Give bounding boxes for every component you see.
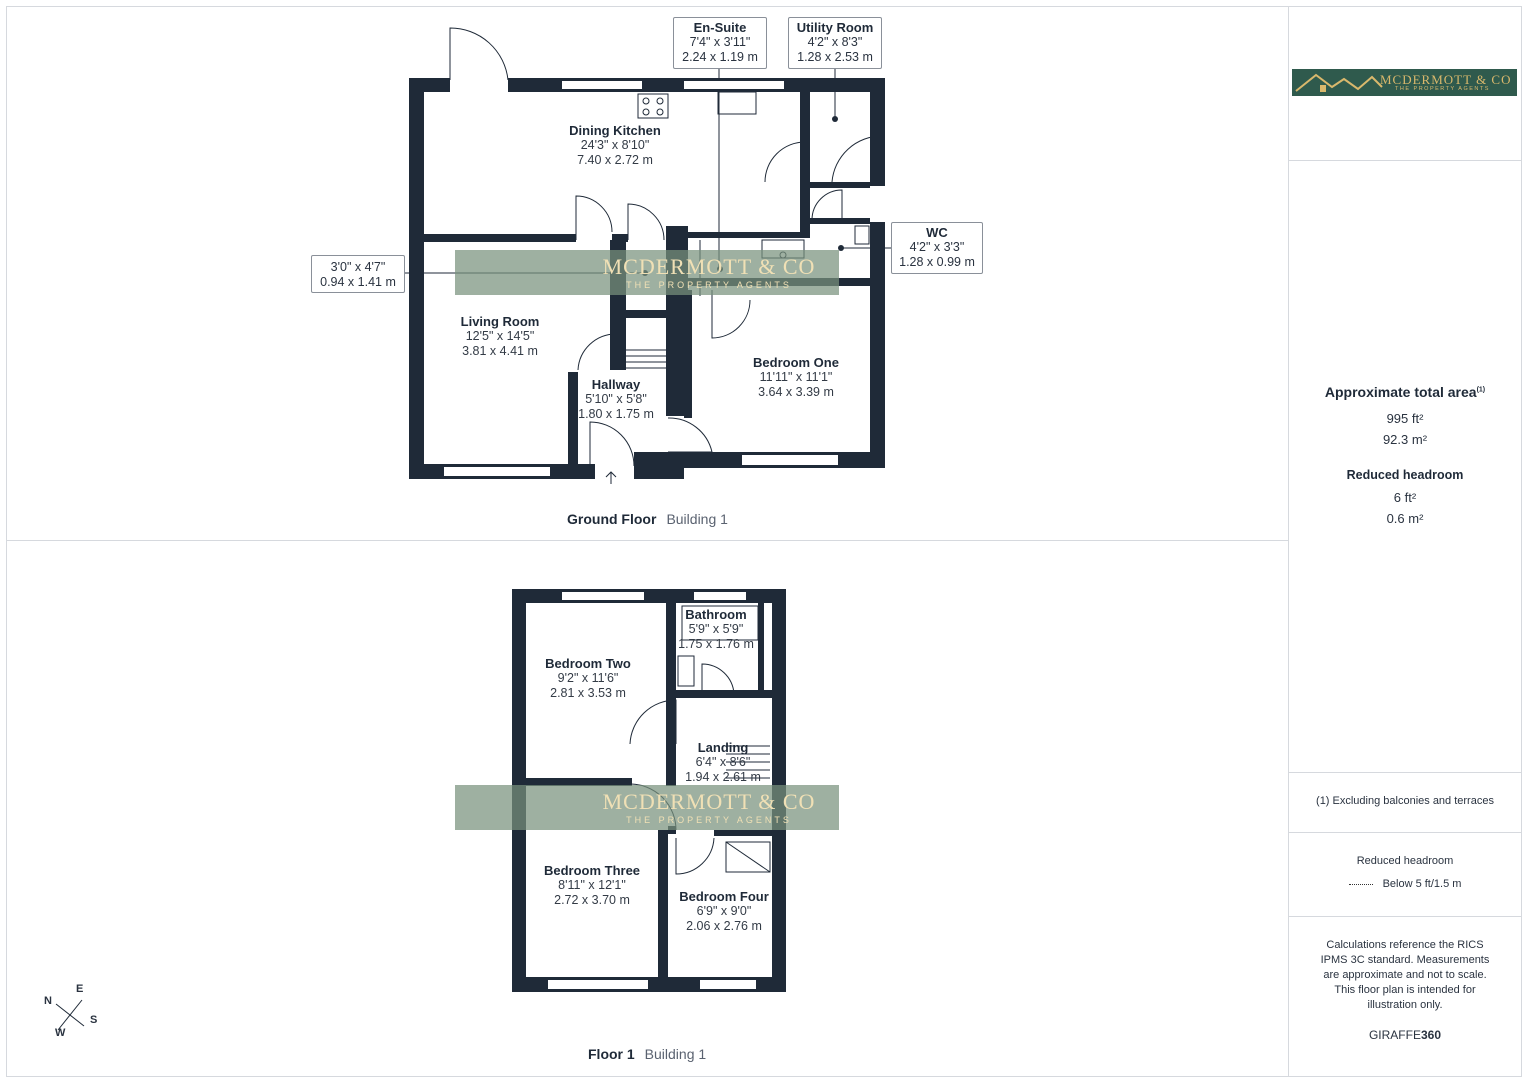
legend-title: Reduced headroom <box>1356 855 1454 867</box>
summary-panel <box>1288 6 1522 1077</box>
footnote: (1) Excluding balconies and terraces <box>1316 795 1494 807</box>
compass-e: E <box>76 983 84 995</box>
room-label-bedroom-three: Bedroom Three 8'11" x 12'1" 2.72 x 3.70 … <box>543 863 641 907</box>
room-label-living-room: Living Room 12'5" x 14'5" 3.81 x 4.41 m <box>460 314 540 358</box>
legend-entry: Below 5 ft/1.5 m <box>1289 878 1521 890</box>
house-roof-icon <box>1295 73 1383 92</box>
dotted-line-icon <box>1348 883 1373 885</box>
room-callout-cupboard: 3'0" x 4'7" 0.94 x 1.41 m <box>311 255 405 293</box>
room-callout-en-suite: En-Suite 7'4" x 3'11" 2.24 x 1.19 m <box>673 17 767 69</box>
reduced-headroom-ft: 6 ft² <box>1393 490 1417 505</box>
room-label-landing: Landing 6'4" x 8'6" 1.94 x 2.61 m <box>685 740 761 784</box>
watermark-logo: MCDERMOTT & CO THE PROPERTY AGENTS <box>455 250 839 295</box>
compass-s: S <box>90 1014 98 1026</box>
room-callout-wc: WC 4'2" x 3'3" 1.28 x 0.99 m <box>891 222 983 274</box>
credit: GIRAFFE360 <box>1368 1028 1442 1042</box>
total-area-heading: Approximate total area(1) <box>1324 384 1486 400</box>
compass-n: N <box>44 995 52 1007</box>
room-label-bedroom-two: Bedroom Two 9'2" x 11'6" 2.81 x 3.53 m <box>545 656 631 700</box>
compass-w: W <box>55 1027 66 1039</box>
reduced-headroom-heading: Reduced headroom <box>1346 468 1464 482</box>
room-label-bathroom: Bathroom 5'9" x 5'9" 1.75 x 1.76 m <box>678 607 754 651</box>
brand-logo: MCDERMOTT & CO THE PROPERTY AGENTS <box>1292 69 1517 96</box>
room-label-bedroom-one: Bedroom One 11'11" x 11'1" 3.64 x 3.39 m <box>753 355 839 399</box>
total-area-ft: 995 ft² <box>1386 411 1424 426</box>
watermark-logo: MCDERMOTT & CO THE PROPERTY AGENTS <box>455 785 839 830</box>
total-area-m: 92.3 m² <box>1382 432 1428 447</box>
reduced-headroom-m: 0.6 m² <box>1386 511 1424 526</box>
disclaimer: Calculations reference the RICS IPMS 3C … <box>1320 939 1490 1011</box>
room-label-hallway: Hallway 5'10" x 5'8" 1.80 x 1.75 m <box>578 377 654 421</box>
room-callout-utility-room: Utility Room 4'2" x 8'3" 1.28 x 2.53 m <box>788 17 882 69</box>
room-label-dining-kitchen: Dining Kitchen 24'3" x 8'10" 7.40 x 2.72… <box>569 123 661 167</box>
room-label-bedroom-four: Bedroom Four 6'9" x 9'0" 2.06 x 2.76 m <box>679 889 769 933</box>
